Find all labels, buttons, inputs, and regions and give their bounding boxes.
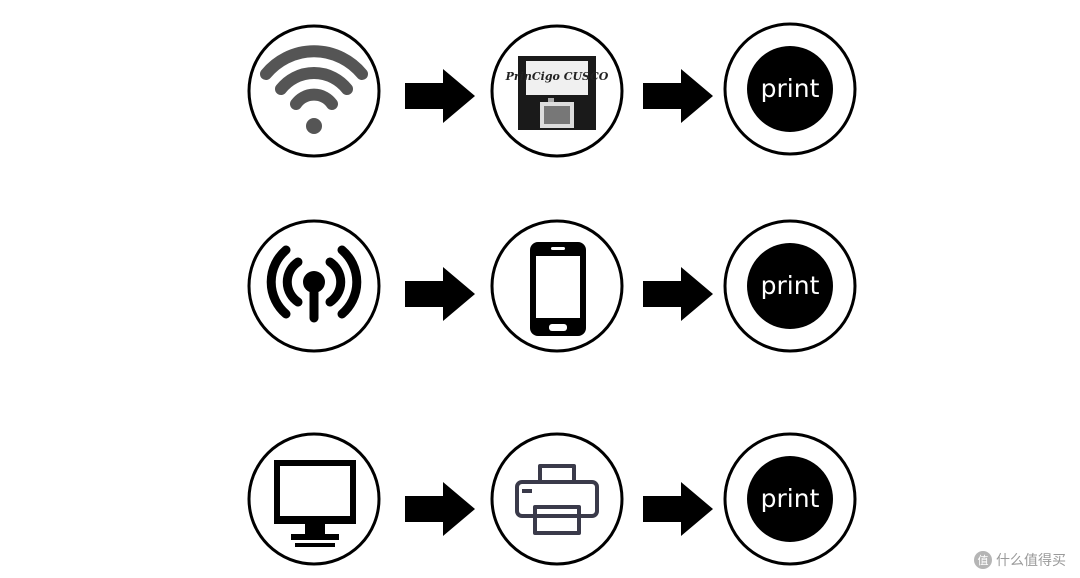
source-node-3 [247,432,381,566]
wifi-icon [260,45,368,134]
photo-booth-icon: PrinCigo CUSCO [505,56,609,130]
booth-sign-text: PrinCigo CUSCO [505,70,609,83]
device-node-1: PrinCigo CUSCO [490,24,624,158]
smartphone-icon [530,242,586,336]
print-label: print [761,484,820,513]
printer-icon [515,464,599,535]
flow-row-2: print [247,219,857,353]
print-node-3: print [723,432,857,566]
flow-row-3: print [247,432,857,566]
source-node-1 [247,24,381,158]
arrow-icon [405,69,475,123]
arrow-icon [643,267,713,321]
arrow-icon [643,482,713,536]
arrow-icon [643,69,713,123]
watermark-logo-icon: 值 [974,551,992,569]
watermark: 值 什么值得买 [974,550,1066,570]
source-node-2 [247,219,381,353]
print-label: print [761,74,820,103]
watermark-text: 什么值得买 [996,553,1066,569]
device-node-3 [490,432,624,566]
print-node-2: print [723,219,857,353]
flow-row-1: PrinCigo CUSCO print [247,22,857,158]
monitor-icon [274,460,356,547]
signal-broadcast-icon [266,245,362,323]
print-node-1: print [723,22,857,156]
arrow-icon [405,267,475,321]
arrow-icon [405,482,475,536]
device-node-2 [490,219,624,353]
print-label: print [761,271,820,300]
